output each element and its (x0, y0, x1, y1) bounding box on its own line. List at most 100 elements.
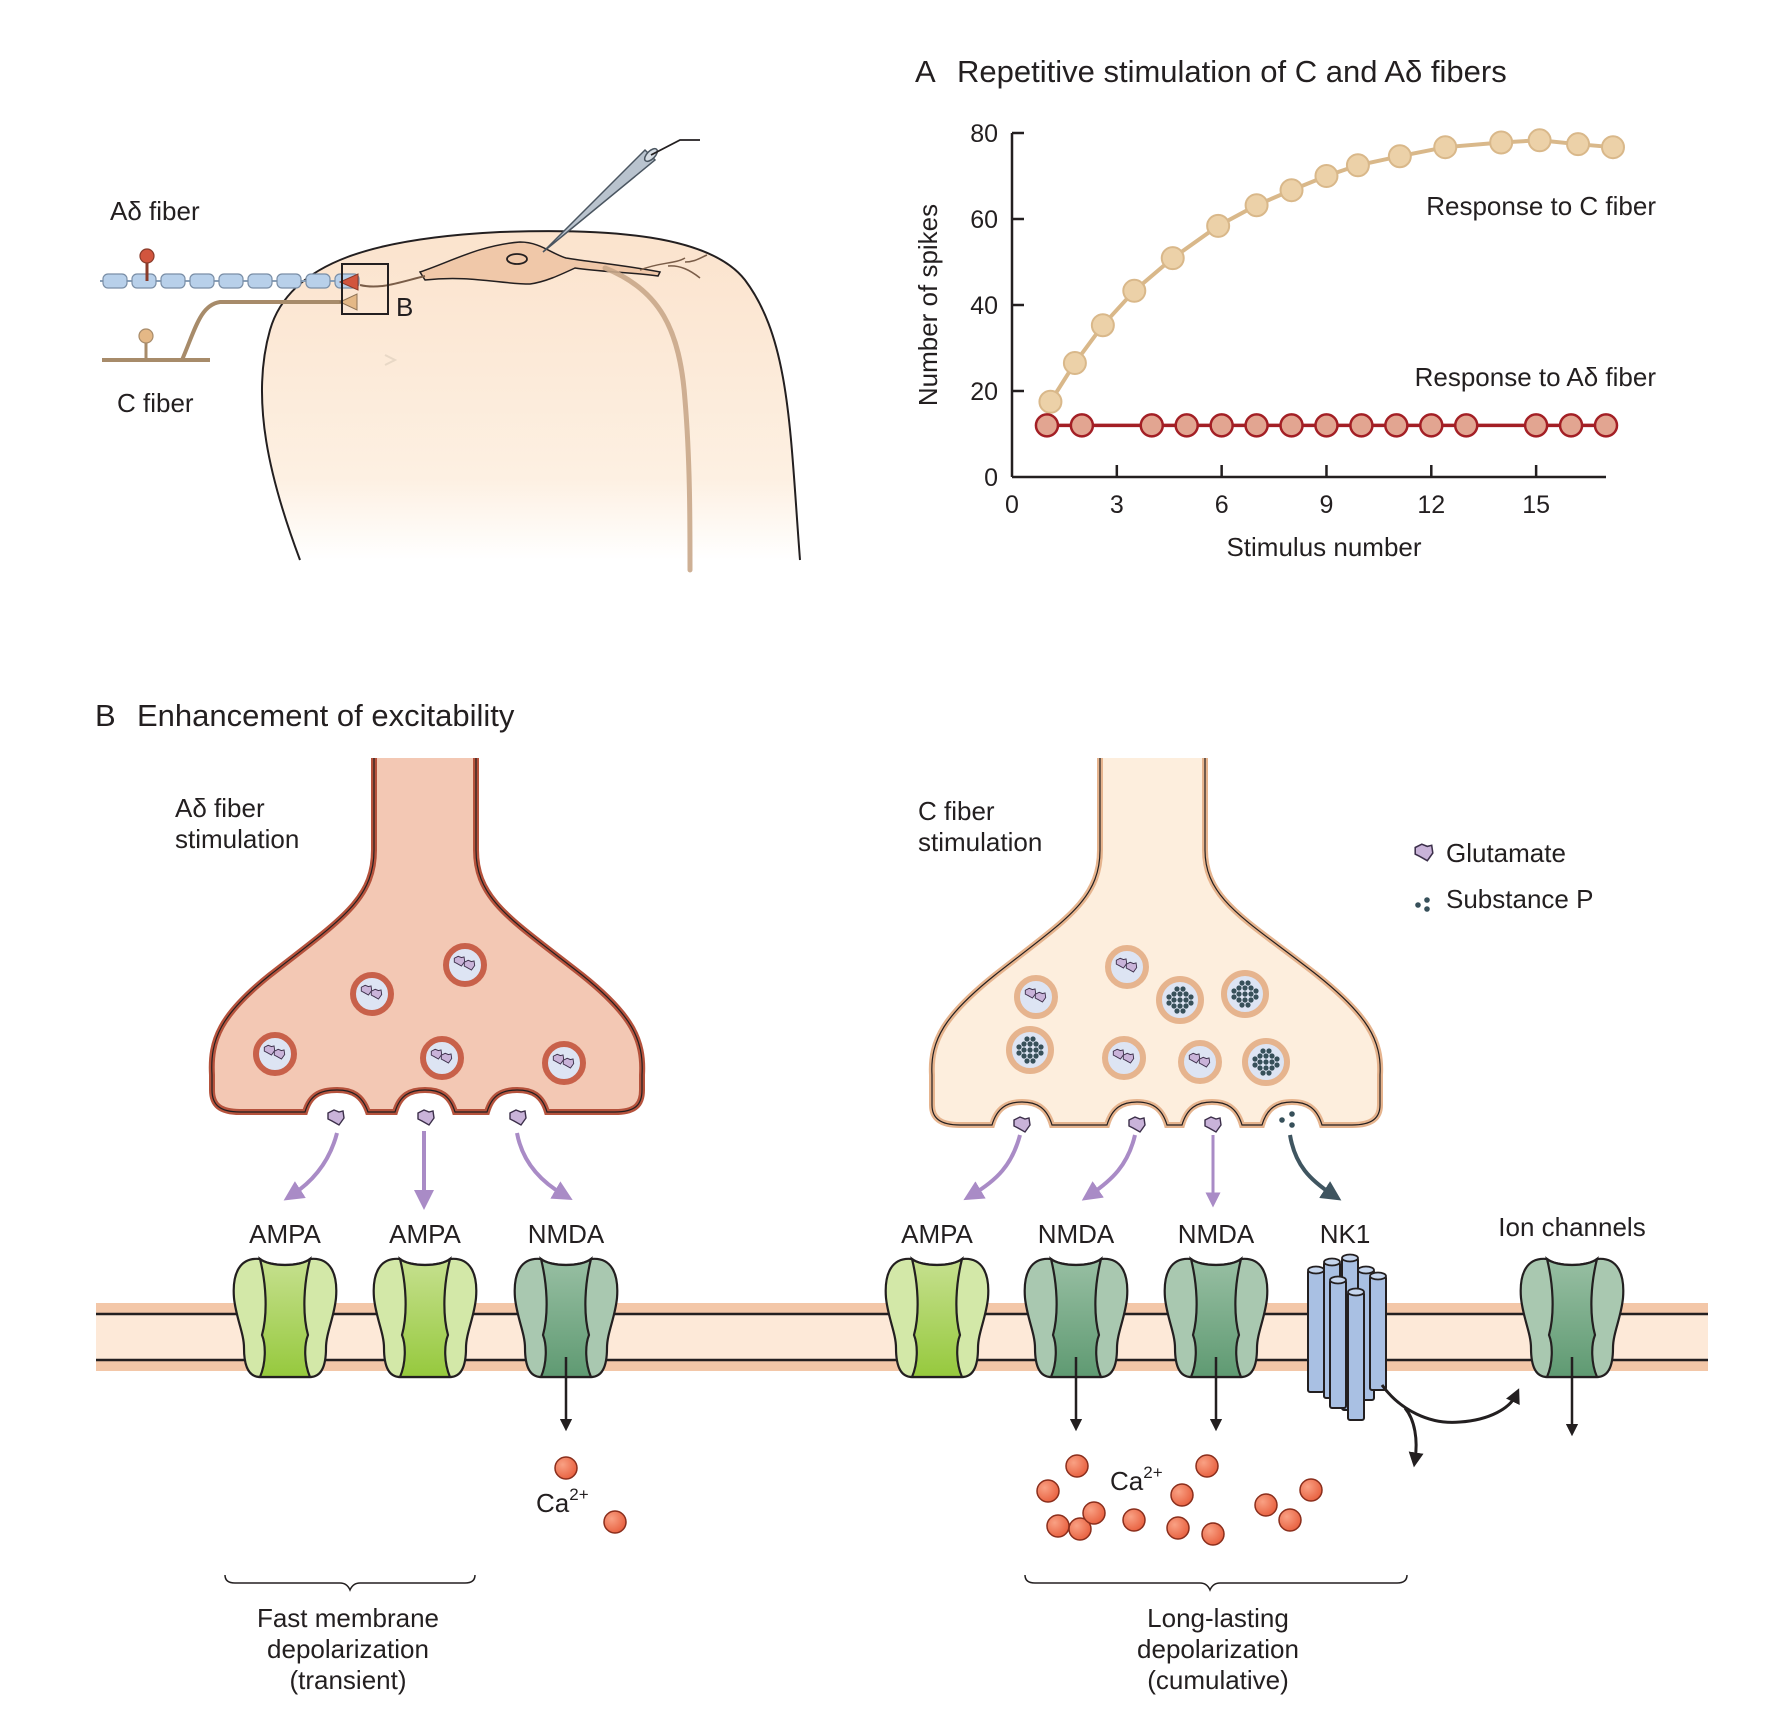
flux-arrows (559, 1357, 1579, 1468)
glutamate-vesicle (1105, 945, 1149, 989)
data-point-adelta-fiber (1593, 413, 1619, 438)
glutamate-icon (1414, 843, 1434, 862)
panel-b-letter: B (95, 698, 116, 733)
brace-right (1024, 1574, 1408, 1592)
calcium-ion (554, 1456, 578, 1480)
dendrite-left (359, 275, 426, 288)
arrow-to-ampa-1 (283, 1132, 339, 1201)
data-point-adelta-fiber (1069, 413, 1095, 438)
data-point-c-fiber (1279, 178, 1304, 203)
nk1-receptor (1307, 1253, 1387, 1421)
inset-b-box[interactable] (341, 263, 389, 315)
right-outcome-line1: Long-lasting (1147, 1603, 1289, 1633)
glutamate-vesicle (1102, 1036, 1146, 1080)
receptor-label-nmda-1: NMDA (528, 1219, 605, 1249)
panel-b-header: B Enhancement of excitability (95, 698, 515, 733)
receptor-labels: AMPA AMPA NMDA AMPA NMDA NMDA NK1 Ion ch… (249, 1212, 1646, 1249)
glutamate-vesicle (350, 972, 394, 1016)
released-transmitters (327, 1109, 1295, 1133)
c-terminal (928, 758, 1384, 1128)
data-point-c-fiber (1122, 278, 1147, 303)
adelta-stimulation-label-line1: Aδ fiber (175, 793, 265, 823)
data-point-adelta-fiber (1139, 413, 1165, 438)
transmitter-legend: Glutamate Substance P (1414, 838, 1593, 914)
arrow-to-ampa-3 (963, 1134, 1022, 1201)
receptor-label-ampa-1: AMPA (249, 1219, 321, 1249)
calcium-label-right: Ca2+ (1110, 1463, 1163, 1496)
panel-a-title: Repetitive stimulation of C and Aδ fiber… (957, 54, 1507, 89)
data-point-c-fiber (1160, 246, 1185, 271)
neuron-axon (602, 265, 693, 573)
receptors (232, 1253, 1625, 1421)
calcium-ion (1170, 1483, 1194, 1507)
data-point-adelta-fiber (1314, 413, 1339, 438)
calcium-ion (603, 1510, 627, 1534)
adelta-terminal (208, 758, 646, 1115)
brace-left (224, 1574, 476, 1592)
data-point-adelta-fiber (1209, 413, 1234, 438)
x-tick-label: 12 (1417, 491, 1445, 519)
data-point-adelta-fiber (1523, 413, 1549, 438)
myelin-segment (102, 273, 128, 289)
arrow-to-nmda-2 (1081, 1134, 1137, 1201)
data-point-c-fiber (1062, 351, 1087, 376)
dendrite-branch (639, 254, 708, 279)
nk1-helix (1369, 1275, 1387, 1391)
y-tick-label: 20 (970, 378, 998, 406)
receptor-label-ampa-3: AMPA (901, 1219, 973, 1249)
chart-series (1034, 128, 1625, 438)
ampa-receptor-3 (884, 1257, 990, 1379)
y-tick-label: 0 (984, 464, 998, 492)
inset-b-label: B (396, 292, 413, 322)
calcium-ions (554, 1454, 1323, 1546)
data-point-c-fiber (1489, 130, 1514, 155)
data-point-c-fiber (1345, 153, 1370, 178)
panel-b-title: Enhancement of excitability (137, 698, 515, 733)
data-point-adelta-fiber (1279, 413, 1304, 438)
data-point-c-fiber (1527, 128, 1552, 153)
series-line-c-fiber (1048, 138, 1614, 403)
nk1-helix (1347, 1291, 1365, 1421)
adelta-fiber-label: Aδ fiber (110, 196, 200, 226)
c-stimulation-label-line2: stimulation (918, 827, 1042, 857)
right-outcome-line3: (cumulative) (1147, 1665, 1289, 1695)
arrow-to-nk1 (1288, 1134, 1342, 1201)
neuron-nucleus (506, 253, 528, 265)
data-point-c-fiber (1244, 193, 1269, 218)
arrow-to-nmda-1 (515, 1132, 573, 1200)
calcium-ion (1046, 1514, 1070, 1538)
adelta-fiber (100, 248, 360, 291)
calcium-ion (1122, 1508, 1146, 1532)
calcium-ion (1068, 1517, 1092, 1541)
x-tick-label: 0 (1005, 491, 1019, 519)
panel-a-header: A Repetitive stimulation of C and Aδ fib… (915, 54, 1507, 89)
receptor-label-nk1: NK1 (1320, 1219, 1371, 1249)
myelin-segment (131, 273, 157, 289)
glutamate-vesicle (443, 943, 487, 987)
glutamate-vesicle (1014, 975, 1058, 1019)
c-fiber-cell-body (138, 328, 154, 344)
dorsal-horn-neuron (418, 241, 662, 285)
c-fiber-label: C fiber (117, 388, 194, 418)
myelin-segment (305, 273, 331, 289)
glutamate-vesicle (1178, 1040, 1222, 1084)
transmitter-arrows (283, 1131, 1342, 1210)
legend-c-fiber: Response to C fiber (1426, 191, 1656, 221)
calcium-ion (1299, 1478, 1323, 1502)
calcium-label-left: Ca2+ (536, 1485, 589, 1518)
glutamate-vesicle (542, 1041, 586, 1085)
recording-electrode-icon (542, 139, 700, 253)
substance-p-vesicle (1156, 976, 1204, 1024)
receptor-label-ampa-2: AMPA (389, 1219, 461, 1249)
calcium-ion (1082, 1501, 1106, 1525)
data-point-adelta-fiber (1244, 413, 1269, 438)
panel-a-letter: A (915, 54, 936, 89)
y-tick-label: 40 (970, 292, 998, 320)
calcium-ion (1166, 1516, 1190, 1540)
left-outcome-line2: depolarization (267, 1634, 429, 1664)
ampa-receptor-1 (232, 1257, 338, 1379)
x-tick-label: 6 (1215, 491, 1229, 519)
right-outcome-text: Long-lasting depolarization (cumulative) (1137, 1603, 1299, 1695)
y-axis-label: Number of spikes (913, 204, 943, 406)
